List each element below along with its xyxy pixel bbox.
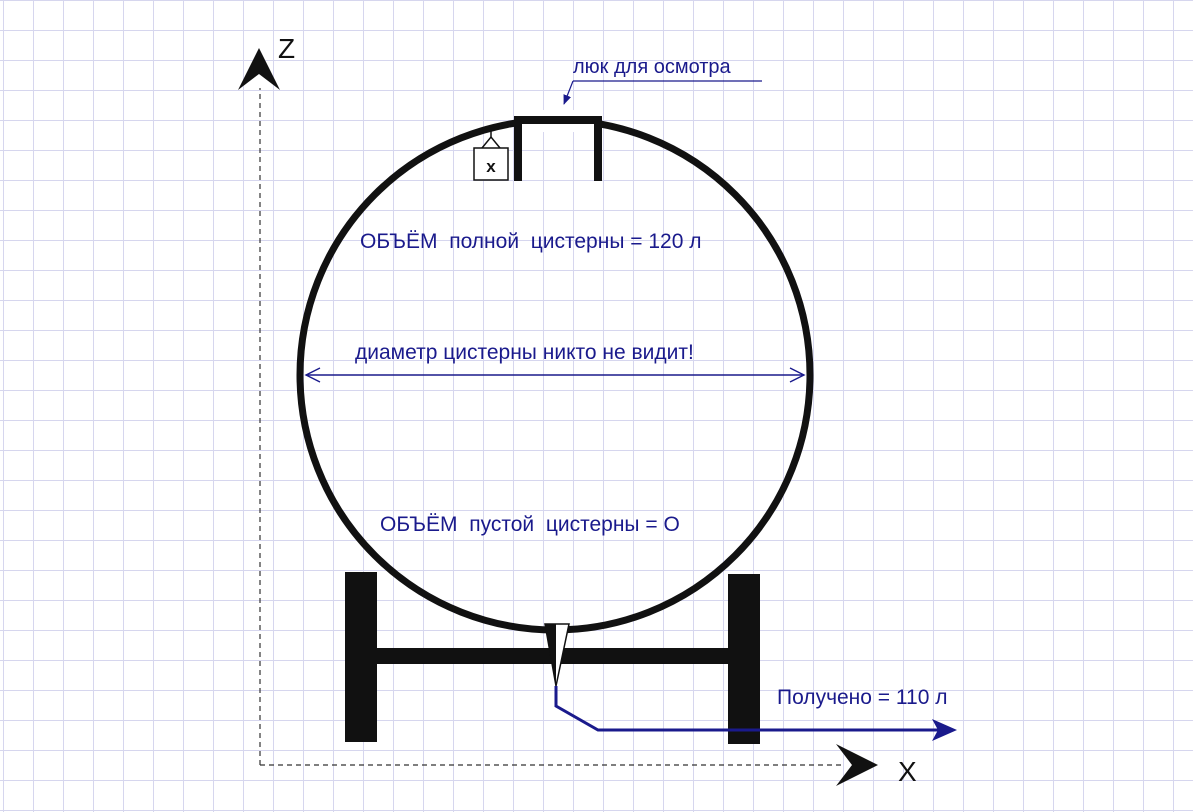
z-axis-arrow-icon bbox=[238, 48, 280, 90]
padlock-mark: x bbox=[486, 157, 496, 176]
drain-valve-shade bbox=[545, 624, 556, 686]
right-support-leg bbox=[728, 574, 760, 744]
padlock-icon: x bbox=[473, 131, 509, 181]
diameter-arrow-left-icon bbox=[304, 367, 321, 383]
hatch-label: люк для осмотра bbox=[573, 56, 732, 78]
full-volume-label: ОБЪЁМ полной цистерны = 120 л bbox=[360, 230, 702, 253]
received-label: Получено = 110 л bbox=[777, 686, 947, 709]
diameter-label: диаметр цистерны никто не видит! bbox=[355, 341, 694, 364]
z-axis-label: Z bbox=[278, 33, 295, 64]
inspection-hatch bbox=[514, 116, 602, 181]
x-axis-label: X bbox=[898, 756, 917, 787]
x-axis-arrow-icon bbox=[836, 744, 878, 786]
left-support-leg bbox=[345, 572, 377, 742]
outflow-pipe-line bbox=[554, 686, 953, 732]
diameter-arrow-right-icon bbox=[789, 367, 806, 383]
hatch-pointer-arrow bbox=[563, 80, 574, 105]
empty-volume-label: ОБЪЁМ пустой цистерны = О bbox=[380, 513, 680, 536]
outflow-arrow-icon bbox=[932, 719, 957, 741]
